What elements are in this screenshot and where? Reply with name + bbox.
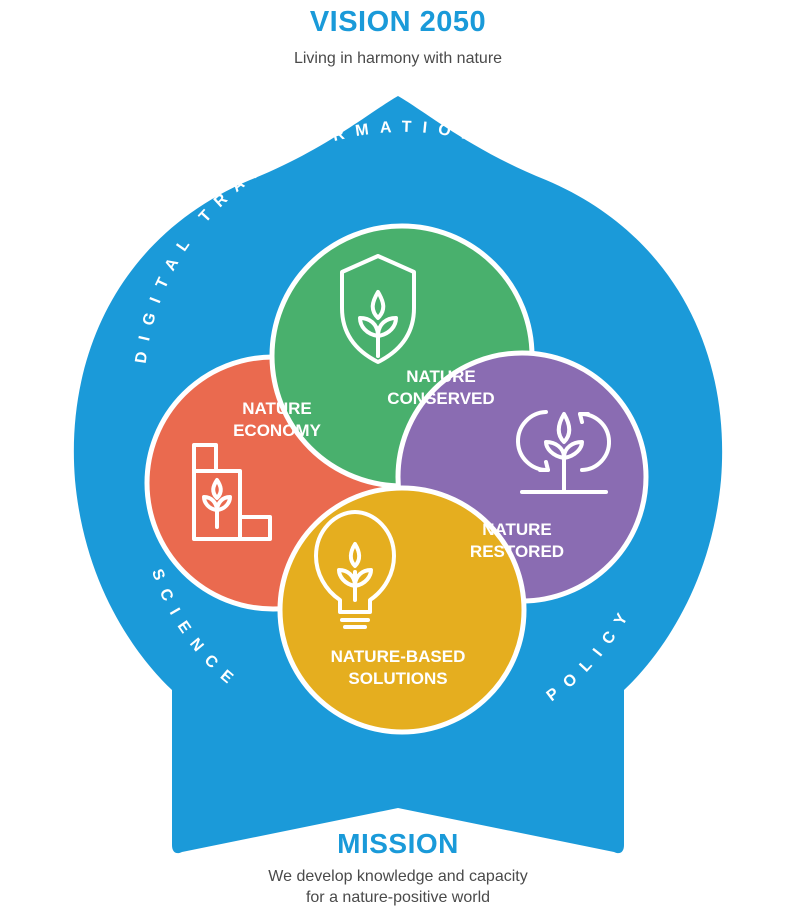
vision-subtitle: Living in harmony with nature [293,50,503,67]
shield-sprout-icon [340,254,416,364]
restored-label-line1: NATURE [482,520,552,539]
solutions-label-line2: SOLUTIONS [348,669,447,688]
economy-label-line2: ECONOMY [233,421,322,440]
bar-chart-sprout-icon [192,443,272,541]
restored-label-line2: RESTORED [470,542,564,561]
conserved-label-line1: NATURE [406,367,476,386]
cycle-sprout-icon [516,410,611,494]
economy-label-line1: NATURE [242,399,312,418]
mission-text-line1: We develop knowledge and capacity [268,868,528,885]
circle-nature-based-solutions [277,485,527,735]
mission-title: MISSION [337,828,459,859]
vision-title: VISION 2050 [309,6,487,38]
lightbulb-sprout-icon [314,510,396,629]
solutions-label-line1: NATURE-BASED [331,647,466,666]
conserved-label-line2: CONSERVED [387,389,494,408]
mission-text-line2: for a nature-positive world [305,889,491,906]
